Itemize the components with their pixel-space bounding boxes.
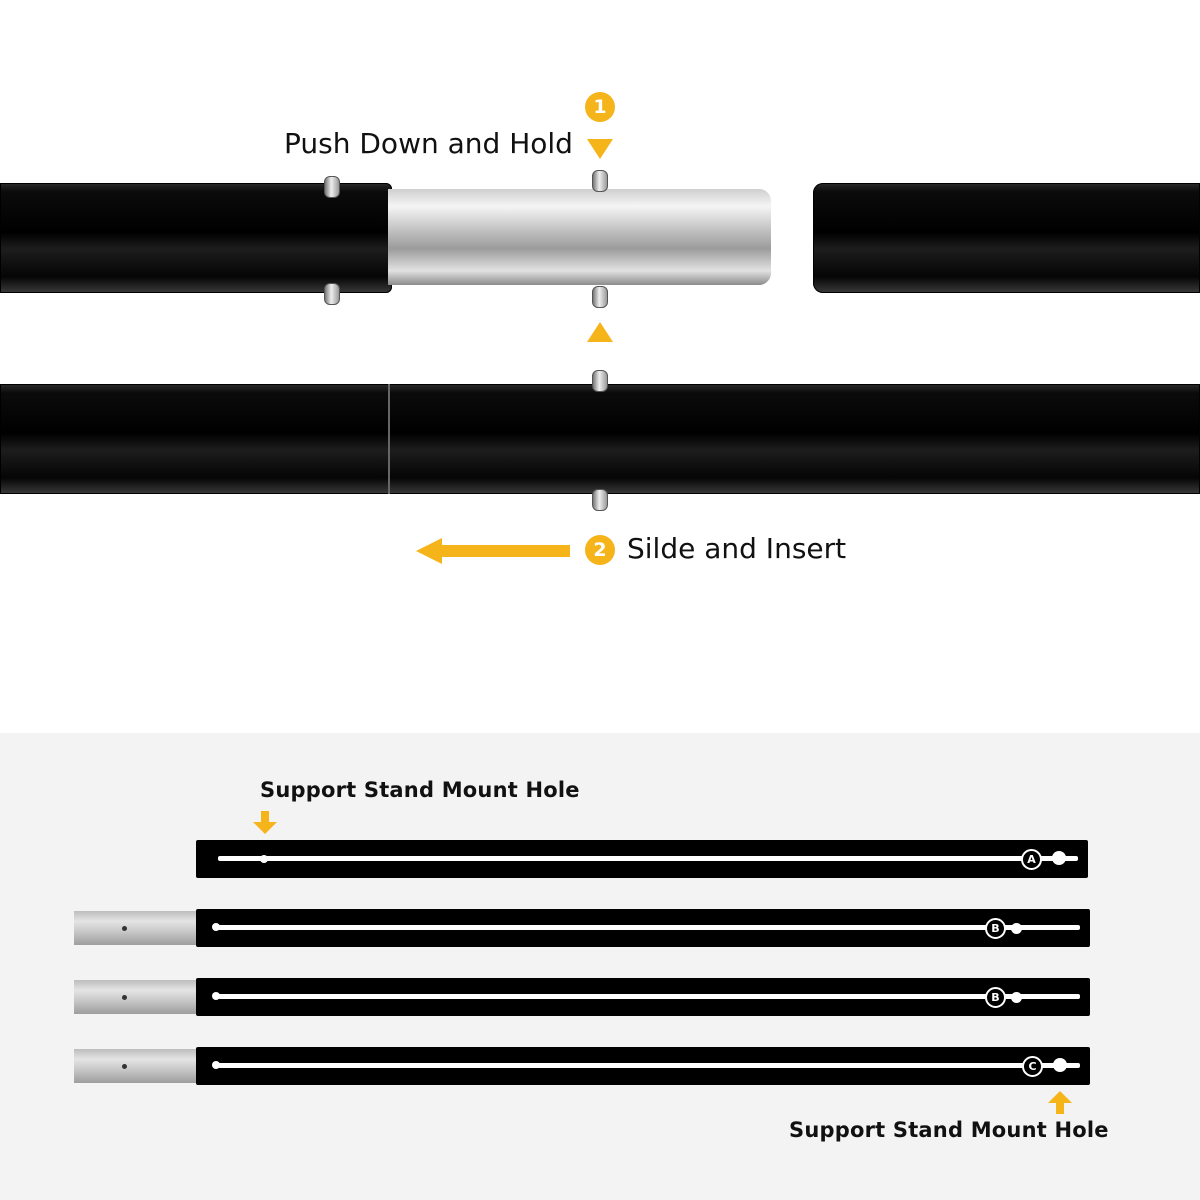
spring-pin-assembled-top <box>592 370 608 392</box>
button-pin-left-top <box>324 176 340 198</box>
insert-hole <box>122 995 127 1000</box>
mount-hole-label-bottom: Support Stand Mount Hole <box>789 1118 1109 1142</box>
insert-hole <box>122 1064 127 1069</box>
step-2-label: Silde and Insert <box>627 532 847 565</box>
pole-a <box>196 840 1088 878</box>
pole-hole <box>212 923 220 931</box>
mount-hole-label-top: Support Stand Mount Hole <box>260 778 580 802</box>
poles-panel <box>0 733 1200 1200</box>
pole-b1 <box>196 909 1090 947</box>
pole-hole <box>212 1061 220 1069</box>
pole-stripe <box>218 994 1080 999</box>
assembled-tube <box>0 384 1200 494</box>
pole-stripe <box>218 856 1078 861</box>
button-pin-left-bottom <box>324 283 340 305</box>
pole-insert-b1 <box>74 911 198 945</box>
pole-end-hole <box>1011 923 1022 934</box>
spring-pin-bottom <box>592 286 608 308</box>
step-1-badge: 1 <box>585 92 615 122</box>
step-2-badge: 2 <box>585 535 615 565</box>
segment-letter-b: B <box>985 987 1006 1008</box>
left-tube <box>0 183 392 293</box>
step-1-label: Push Down and Hold <box>284 127 573 160</box>
mount-hole <box>1053 1058 1067 1072</box>
segment-letter-b: B <box>985 918 1006 939</box>
pole-insert-c <box>74 1049 198 1083</box>
pole-stripe <box>218 1063 1080 1068</box>
insert-hole <box>122 926 127 931</box>
spring-pin-top <box>592 170 608 192</box>
pole-hole <box>212 992 220 1000</box>
pole-end-hole <box>1011 992 1022 1003</box>
pole-stripe <box>218 925 1080 930</box>
mount-hole <box>260 855 268 863</box>
pole-c <box>196 1047 1090 1085</box>
right-tube <box>813 183 1200 293</box>
segment-letter-a: A <box>1021 849 1042 870</box>
pole-insert-b2 <box>74 980 198 1014</box>
arrow-left-icon <box>416 538 570 564</box>
silver-insert <box>388 189 771 285</box>
tube-joint <box>388 384 390 494</box>
arrow-down-icon <box>587 139 613 159</box>
spring-pin-assembled-bottom <box>592 489 608 511</box>
pole-end-hole <box>1052 851 1066 865</box>
arrow-up-icon <box>1048 1091 1072 1114</box>
arrow-down-icon <box>253 811 277 834</box>
pole-b2 <box>196 978 1090 1016</box>
segment-letter-c: C <box>1022 1056 1043 1077</box>
arrow-up-icon <box>587 322 613 342</box>
